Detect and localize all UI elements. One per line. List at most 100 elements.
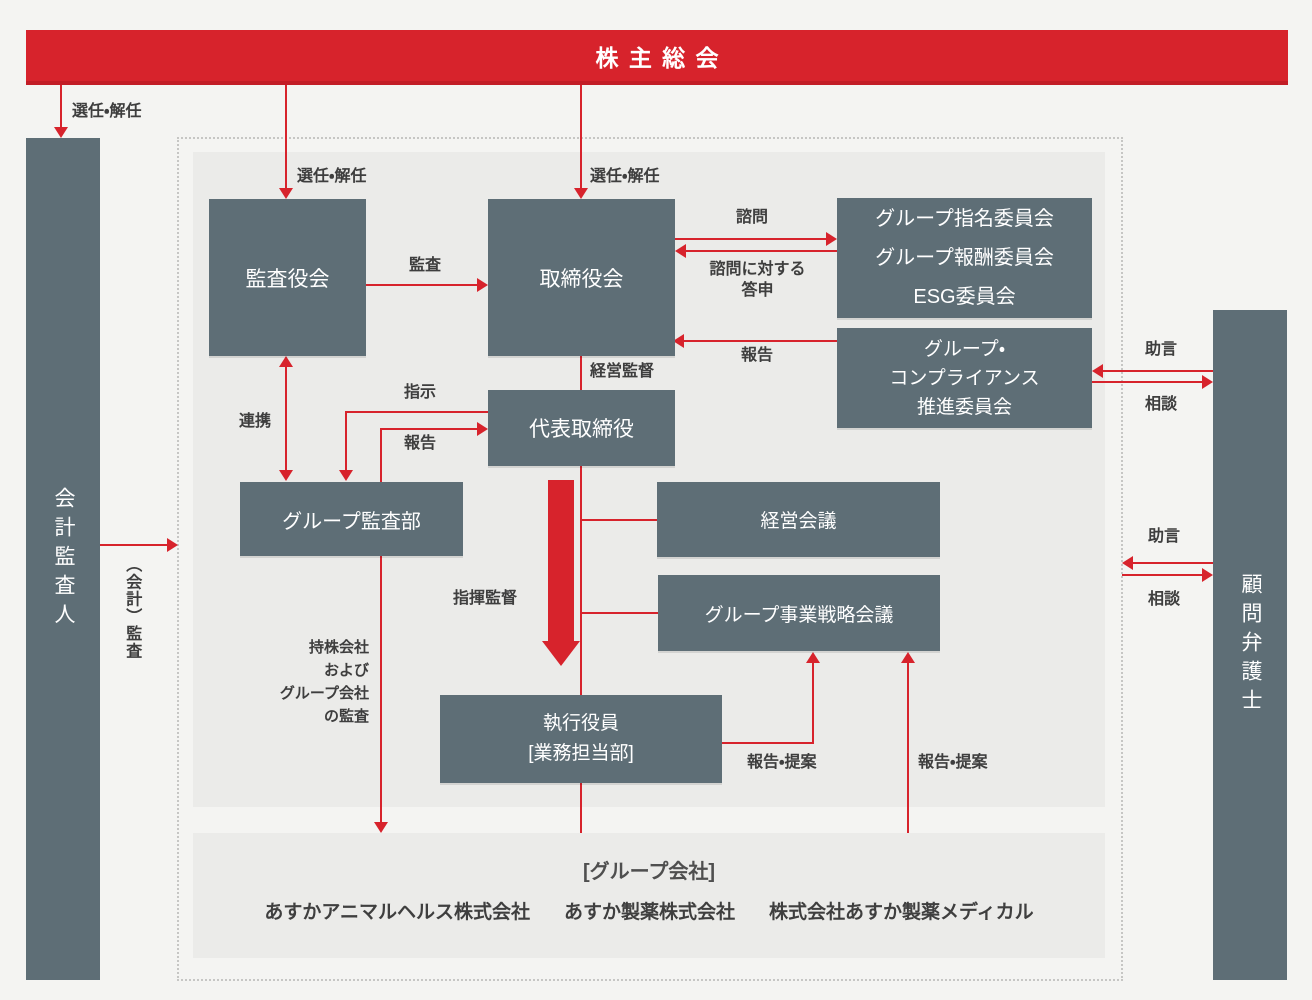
label-instruction: 指示	[404, 384, 437, 401]
line-branch-management-meeting	[580, 519, 657, 521]
arrow-report-proposal2-v	[907, 661, 909, 833]
arrowhead-report-proposal1	[806, 652, 820, 663]
esg-committee-label: ESG委員会	[913, 285, 1016, 308]
label-report-audit: 報告	[404, 435, 437, 452]
company-aska-pharma-medical: 株式会社あすか製薬メディカル	[768, 902, 1034, 923]
arrow-report-audit-h	[380, 428, 477, 430]
arrow-cooperation	[285, 366, 287, 471]
arrow-banner-to-auditor	[60, 85, 62, 127]
arrowhead-banner-to-auditor	[54, 127, 68, 138]
arrow-consult-2	[1122, 574, 1202, 576]
accounting-auditor-label: 会計監査人	[52, 486, 75, 632]
arrowhead-banner-to-board	[574, 188, 588, 199]
management-meeting-label: 経営会議	[760, 511, 837, 532]
arrowhead-cooperation-down	[279, 470, 293, 481]
representative-director-box: 代表取締役	[488, 390, 675, 466]
label-accounting-audit: （会計）監査	[123, 556, 141, 660]
arrow-instruction-h	[345, 411, 488, 413]
arrow-command-supervision-shaft	[548, 480, 574, 642]
corporate-lawyer-bar: 顧問弁護士	[1213, 310, 1287, 980]
arrowhead-consult-1	[1202, 375, 1213, 389]
nomination-committee-label: グループ指名委員会	[875, 207, 1054, 230]
arrowhead-instruction	[339, 470, 353, 481]
arrowhead-cooperation-up	[279, 356, 293, 367]
shareholders-meeting-label: 株主総会	[595, 44, 729, 71]
arrow-report-audit-v	[380, 429, 382, 482]
compliance-label-line1: グループ・	[923, 338, 1006, 360]
arrow-consultation	[675, 238, 826, 240]
corporate-lawyer-label: 顧問弁護士	[1239, 572, 1262, 718]
label-report-proposal-1: 報告・提案	[747, 754, 817, 771]
board-of-auditors-label: 監査役会	[245, 267, 330, 291]
committees-box: グループ指名委員会 グループ報酬委員会 ESG委員会	[837, 198, 1092, 318]
group-companies-title: [グループ会社]	[582, 861, 716, 883]
line-management-supervision	[580, 356, 582, 390]
executive-officers-box: 執行役員 [業務担当部]	[440, 695, 722, 783]
label-report-proposal-2: 報告・提案	[918, 754, 988, 771]
label-consult-1: 相談	[1145, 396, 1178, 413]
label-reply: 諮問に対する 答申	[690, 259, 825, 301]
arrow-reply	[686, 250, 837, 252]
arrowhead-consult-2	[1202, 568, 1213, 582]
remuneration-committee-label: グループ報酬委員会	[875, 246, 1054, 269]
arrowhead-advice-1	[1092, 364, 1103, 378]
arrow-report-proposal1-v	[812, 661, 814, 744]
line-director-to-group	[580, 466, 582, 833]
label-holding-audit-line3: グループ会社	[279, 685, 369, 702]
arrowhead-banner-to-kansayaku	[279, 188, 293, 199]
shareholders-meeting-banner: 株主総会	[26, 30, 1288, 85]
label-holding-audit: 持株会社 および グループ会社 の監査	[249, 636, 369, 728]
label-consultation: 諮問	[736, 209, 769, 226]
arrowhead-report-proposal2	[901, 652, 915, 663]
representative-director-label: 代表取締役	[529, 418, 634, 441]
arrow-audit	[366, 284, 477, 286]
group-audit-dept-label: グループ監査部	[282, 510, 421, 533]
company-aska-animal-health: あすかアニマルヘルス株式会社	[264, 902, 530, 923]
arrowhead-consultation	[826, 232, 837, 246]
arrow-accounting-audit	[100, 544, 168, 546]
label-appoint-dismiss-board: 選任・解任	[590, 168, 660, 185]
label-advice-1: 助言	[1145, 341, 1178, 358]
arrow-holding-audit	[380, 556, 382, 822]
accounting-auditor-bar: 会計監査人	[26, 138, 100, 980]
group-audit-dept-box: グループ監査部	[240, 482, 463, 556]
label-command-supervision: 指揮監督	[453, 590, 518, 607]
arrow-advice-1	[1103, 370, 1213, 372]
arrow-report-committee	[684, 340, 837, 342]
arrow-banner-to-board	[580, 85, 582, 188]
label-appoint-dismiss-kansayaku: 選任・解任	[297, 168, 367, 185]
compliance-label-line2: コンプライアンス	[889, 367, 1040, 389]
arrowhead-report-committee	[673, 334, 684, 348]
label-audit: 監査	[409, 257, 442, 274]
label-reply-line1: 諮問に対する	[709, 261, 806, 278]
arrow-instruction-v	[345, 411, 347, 471]
arrow-advice-2	[1133, 562, 1213, 564]
group-strategy-meeting-label: グループ事業戦略会議	[704, 604, 894, 626]
executive-officers-label-line2: [業務担当部]	[528, 743, 634, 764]
arrow-command-supervision-head	[542, 641, 580, 666]
company-aska-pharmaceutical: あすか製薬株式会社	[563, 902, 735, 923]
arrow-consult-1	[1092, 381, 1202, 383]
label-cooperation: 連携	[239, 413, 272, 430]
compliance-committee-box: グループ・ コンプライアンス 推進委員会	[837, 328, 1092, 428]
label-advice-2: 助言	[1148, 528, 1181, 545]
board-of-directors-box: 取締役会	[488, 199, 675, 356]
label-holding-audit-line2: および	[323, 662, 369, 679]
label-appoint-dismiss-auditor: 選任・解任	[72, 103, 142, 120]
line-branch-strategy-meeting	[580, 612, 658, 614]
arrowhead-audit	[477, 278, 488, 292]
label-holding-audit-line1: 持株会社	[308, 639, 369, 656]
arrowhead-report-audit	[477, 422, 488, 436]
board-of-auditors-box: 監査役会	[209, 199, 366, 356]
arrow-banner-to-kansayaku	[285, 85, 287, 188]
arrowhead-advice-2	[1122, 556, 1133, 570]
label-report-committee: 報告	[741, 347, 774, 364]
arrowhead-holding-audit	[374, 822, 388, 833]
arrowhead-accounting-audit	[167, 538, 178, 552]
group-strategy-meeting-box: グループ事業戦略会議	[658, 575, 940, 651]
label-consult-2: 相談	[1148, 591, 1181, 608]
label-reply-line2: 答申	[741, 282, 774, 299]
label-holding-audit-line4: の監査	[323, 708, 369, 725]
group-companies-panel	[193, 833, 1105, 958]
